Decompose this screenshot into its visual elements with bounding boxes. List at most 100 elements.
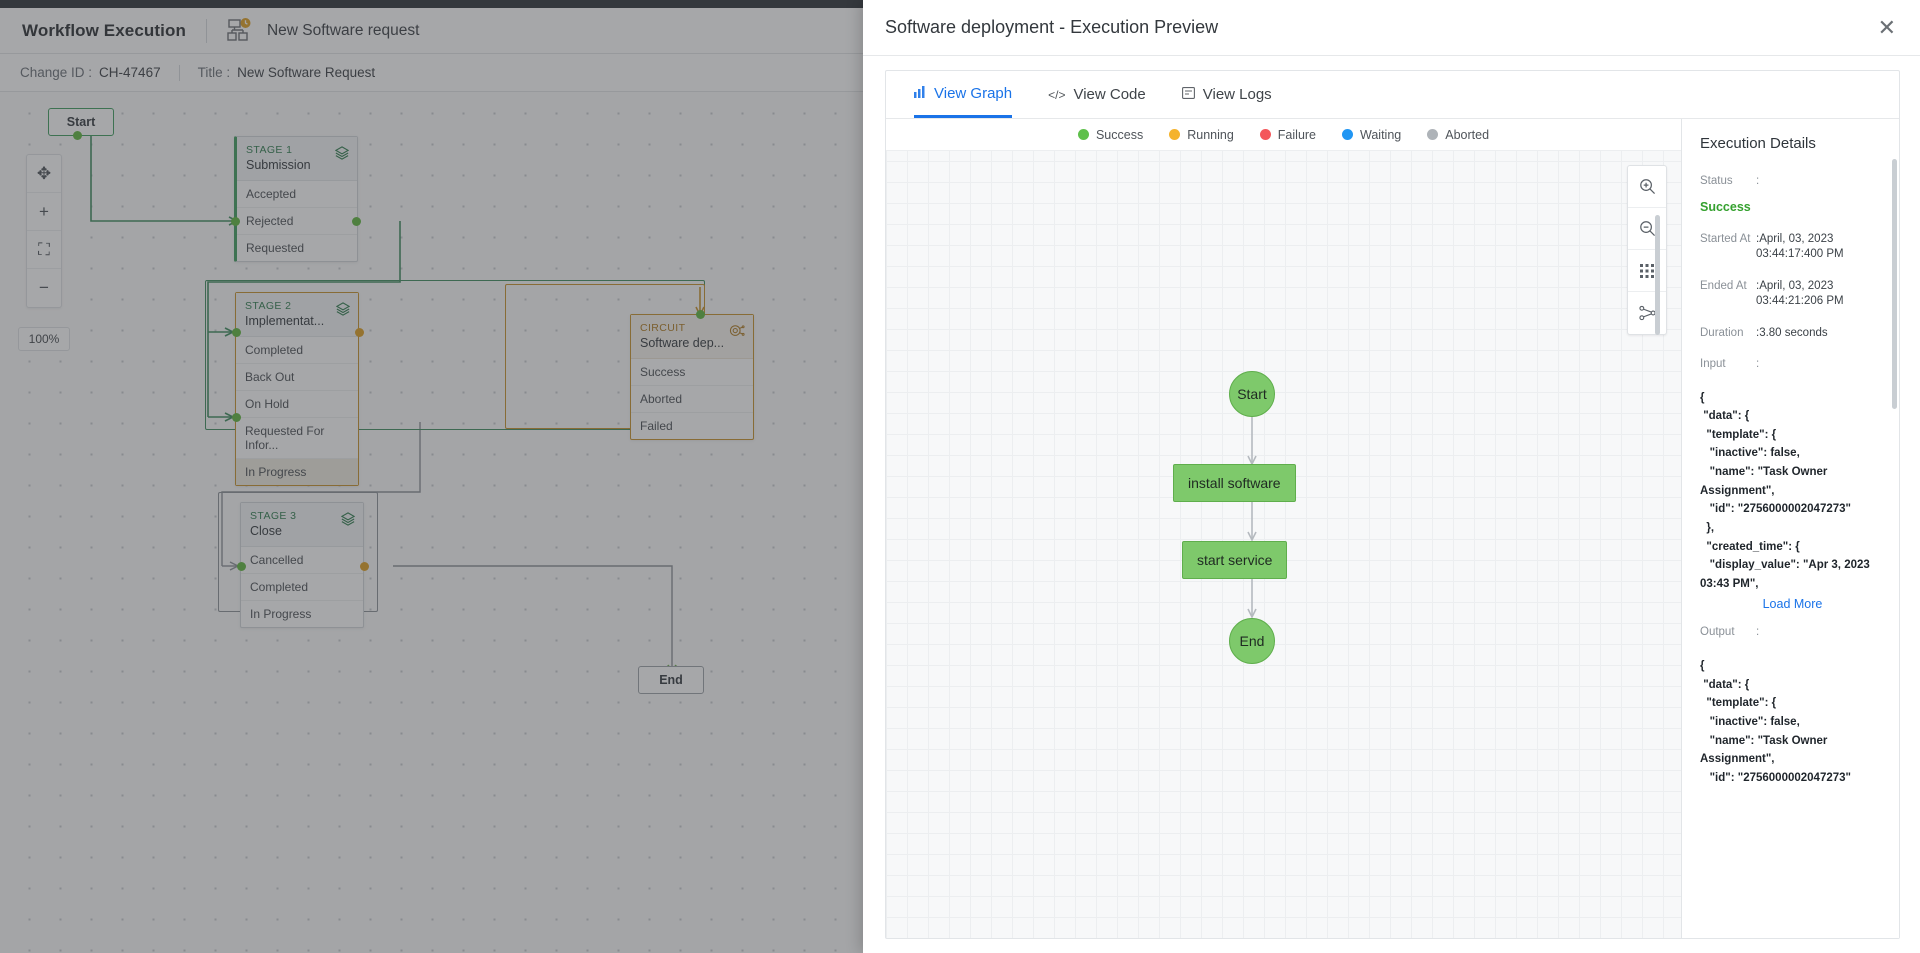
layout-icon[interactable]	[1628, 292, 1666, 334]
stage-3-row[interactable]: Cancelled	[241, 547, 363, 574]
ended-at-label: Ended At	[1700, 279, 1747, 292]
status-legend: Success Running Failure	[886, 119, 1681, 151]
change-id-label: Change ID :	[20, 65, 93, 80]
flow-node-start-service[interactable]: start service	[1182, 541, 1288, 579]
status-label: Status	[1700, 175, 1733, 187]
execution-details-panel: Execution Details Status : Success Start…	[1681, 119, 1899, 938]
load-more-button[interactable]: Load More	[1762, 597, 1823, 612]
execution-flow: Start install software start service End	[886, 151, 1681, 938]
stage-2-row[interactable]: Back Out	[236, 364, 358, 391]
tab-view-logs[interactable]: View Logs	[1181, 71, 1272, 118]
detail-row-ended: Ended At :April, 03, 2023 03:44:21:206 P…	[1700, 279, 1885, 310]
fit-screen-icon[interactable]: ⛶	[27, 231, 61, 269]
tab-view-code[interactable]: </> View Code	[1048, 71, 1146, 118]
stage-3-row[interactable]: Completed	[241, 574, 363, 601]
stage-3-exit-dot	[360, 562, 369, 571]
status-badge: Success	[1700, 199, 1751, 214]
tab-view-graph-label: View Graph	[934, 84, 1013, 102]
target-icon[interactable]: ✥	[27, 155, 61, 193]
details-scrollbar[interactable]	[1892, 159, 1897, 409]
stage-2-row[interactable]: Completed	[236, 337, 358, 364]
stage-2-entry-dot-inprogress	[232, 413, 241, 422]
flow-node-end[interactable]: End	[1229, 618, 1275, 664]
node-start-label: Start	[66, 115, 96, 129]
title-value: New Software Request	[237, 65, 376, 80]
stage-card-2[interactable]: STAGE 2 Implementat... Completed Back Ou…	[235, 292, 359, 486]
layers-icon	[340, 512, 356, 531]
ended-at-value: :April, 03, 2023 03:44:21:206 PM	[1756, 279, 1844, 308]
preview-tabs: View Graph </> View Code View Logs	[886, 71, 1899, 119]
circuit-row[interactable]: Aborted	[631, 386, 753, 413]
stage-2-name: Implementat...	[245, 314, 325, 328]
page-title: Workflow Execution	[22, 20, 186, 40]
circuit-header: CIRCUIT Software dep...	[631, 315, 753, 359]
detail-row-started: Started At :April, 03, 2023 03:44:17:400…	[1700, 232, 1885, 263]
workflow-name: New Software request	[266, 21, 420, 39]
circuit-kicker: CIRCUIT	[640, 322, 686, 334]
canvas-controls[interactable]: ✥ + ⛶ −	[26, 154, 62, 308]
flow-node-end-label: End	[1239, 633, 1265, 649]
flow-node-start[interactable]: Start	[1229, 371, 1275, 417]
panel-body: Success Running Failure	[886, 119, 1899, 938]
node-start[interactable]: Start	[48, 108, 114, 136]
circuit-row[interactable]: Failed	[640, 419, 673, 433]
legend-swatch-aborted	[1427, 129, 1439, 140]
node-end-label: End	[659, 673, 683, 687]
duration-value: :3.80 seconds	[1756, 326, 1828, 339]
stage-2-row[interactable]: Requested For Infor...	[236, 418, 358, 459]
detail-row-status: Status :	[1700, 174, 1885, 190]
flow-node-install-software[interactable]: install software	[1173, 464, 1296, 502]
tab-view-graph[interactable]: View Graph	[914, 71, 1013, 118]
execution-graph[interactable]: Success Running Failure	[886, 119, 1681, 938]
minus-icon[interactable]: −	[39, 278, 49, 297]
legend-swatch-waiting	[1342, 129, 1354, 140]
detail-row-duration: Duration :3.80 seconds	[1700, 326, 1885, 342]
start-node-dot	[73, 131, 82, 140]
graph-scrollbar[interactable]	[1655, 215, 1660, 335]
graph-tools[interactable]	[1627, 165, 1667, 335]
legend-label-waiting: Waiting	[1360, 127, 1402, 142]
circuit-icon	[729, 324, 745, 343]
zoom-out-icon[interactable]	[1628, 208, 1666, 250]
legend-label-aborted: Aborted	[1445, 127, 1490, 142]
layers-icon	[334, 146, 350, 165]
execution-preview-modal: Software deployment - Execution Preview …	[863, 0, 1920, 953]
stage-2-exit-dot	[355, 328, 364, 337]
started-at-value: :April, 03, 2023 03:44:17:400 PM	[1756, 232, 1844, 261]
node-end[interactable]: End	[638, 666, 704, 694]
stage-2-row[interactable]: In Progress	[236, 459, 358, 485]
stage-card-3[interactable]: STAGE 3 Close Cancelled Completed In Pro…	[240, 502, 364, 628]
subheader-divider	[178, 64, 180, 81]
output-colon: :	[1756, 626, 1760, 639]
legend-swatch-success	[1077, 129, 1089, 140]
legend-label-failure: Failure	[1277, 127, 1317, 142]
close-icon[interactable]: ✕	[1877, 14, 1896, 40]
input-json: { "data": { "template": { "inactive": fa…	[1700, 391, 1870, 590]
preview-panel: View Graph </> View Code View Logs	[885, 70, 1900, 939]
stage-3-row[interactable]: In Progress	[250, 607, 312, 621]
stage-3-name: Close	[250, 524, 282, 538]
logs-icon	[1181, 87, 1195, 102]
stage-1-kicker: STAGE 1	[246, 144, 293, 156]
tab-view-code-label: View Code	[1073, 86, 1146, 103]
flow-node-start-service-label: start service	[1197, 552, 1273, 568]
stage-1-name: Submission	[246, 158, 311, 172]
stage-2-row[interactable]: On Hold	[236, 391, 358, 418]
legend-swatch-running	[1169, 129, 1181, 140]
output-label: Output	[1700, 626, 1735, 639]
stage-card-1[interactable]: STAGE 1 Submission Accepted Rejected Req…	[234, 136, 358, 262]
circuit-card[interactable]: CIRCUIT Software dep... Success Aborted	[630, 314, 754, 440]
layers-icon	[335, 302, 351, 321]
stage-1-row[interactable]: Rejected	[237, 208, 357, 235]
stage-2-entry-dot-completed	[232, 328, 241, 337]
zoom-level: 100%	[18, 327, 70, 351]
legend-item-aborted: Aborted	[1427, 128, 1489, 142]
plus-icon[interactable]: +	[27, 193, 61, 231]
zoom-in-icon[interactable]	[1628, 166, 1666, 208]
stage-1-row[interactable]: Requested	[246, 241, 305, 255]
modal-body: View Graph </> View Code View Logs	[863, 56, 1920, 953]
stage-1-row[interactable]: Accepted	[237, 181, 357, 208]
grid-icon[interactable]	[1628, 250, 1666, 292]
legend-item-running: Running	[1169, 128, 1234, 142]
circuit-row[interactable]: Success	[631, 359, 753, 386]
